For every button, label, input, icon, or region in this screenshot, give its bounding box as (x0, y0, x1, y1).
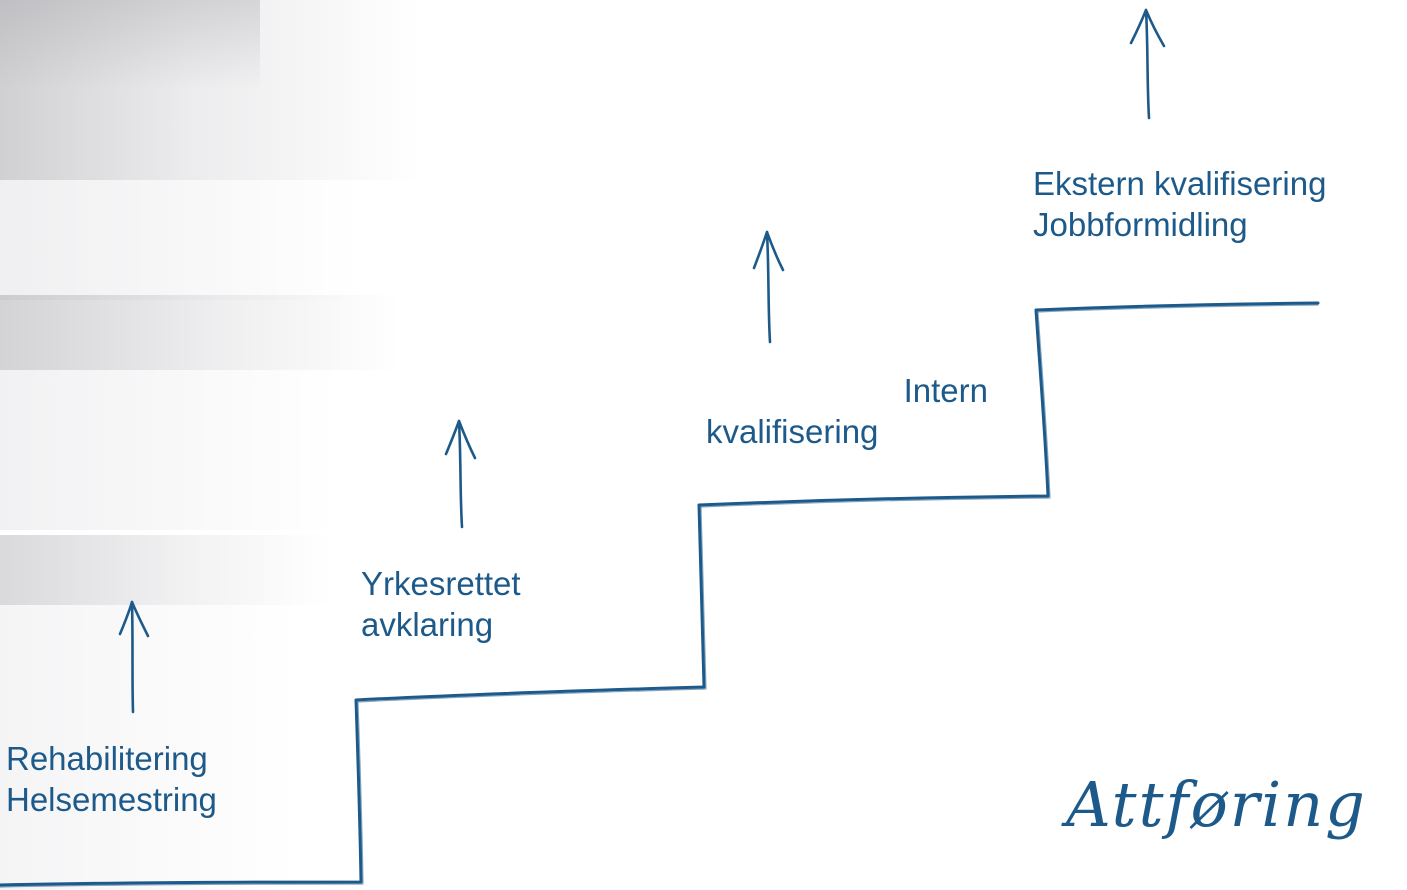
arrow-up-icon (1129, 8, 1166, 120)
step-label-line: Helsemestring (6, 781, 217, 818)
step-label-line: Intern (903, 372, 988, 409)
step-yrkesrettet-label: Yrkesrettet avklaring (361, 563, 521, 645)
step-intern-label: Intern kvalifisering (706, 370, 988, 452)
step-rehabilitering-label: Rehabilitering Helsemestring (6, 738, 217, 820)
staircase-line-texture (0, 304, 1319, 888)
arrow-up-icon (752, 230, 785, 344)
step-label-line: Rehabilitering (6, 740, 208, 777)
step-label-line: avklaring (361, 606, 494, 643)
step-label-line: Yrkesrettet (361, 565, 521, 602)
step-ekstern-label: Ekstern kvalifisering Jobbformidling (1033, 163, 1326, 245)
step-label-line: kvalifisering (706, 413, 879, 450)
arrow-up-icon (118, 600, 150, 714)
arrow-up-icon (444, 419, 477, 529)
diagram-title: Attføring (1066, 768, 1367, 841)
staircase-line (0, 301, 1320, 887)
step-label-line: Ekstern kvalifisering (1033, 165, 1327, 202)
step-label-line: Jobbformidling (1033, 206, 1248, 243)
